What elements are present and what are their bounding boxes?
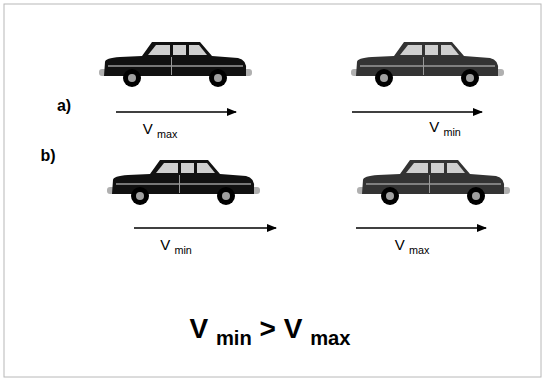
velocity-label: V min <box>160 236 192 254</box>
car <box>99 42 252 87</box>
velocity-arrow <box>116 111 236 112</box>
part-label: a) <box>57 96 71 115</box>
part-label: b) <box>40 146 55 165</box>
frame <box>4 4 541 377</box>
velocity-arrow <box>134 227 276 228</box>
velocity-label: V max <box>395 236 430 254</box>
car <box>357 160 510 205</box>
velocity-arrow <box>356 227 486 228</box>
velocity-label: V min <box>429 118 461 136</box>
relation-label: V min > V max <box>189 312 350 346</box>
car <box>351 42 504 87</box>
car <box>107 160 260 205</box>
velocity-label: V max <box>143 120 178 138</box>
velocity-arrow <box>352 111 482 112</box>
